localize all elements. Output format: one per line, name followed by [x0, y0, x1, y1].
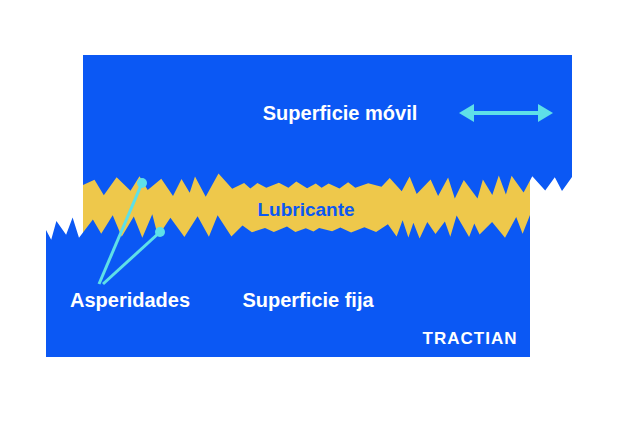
- motion-arrow: [459, 104, 553, 122]
- moving-surface-panel: Superficie móvil: [83, 55, 572, 185]
- surface-title: Superficie fija: [242, 289, 373, 312]
- moving-surface: [83, 55, 572, 199]
- lubricant-title: Lubricante: [257, 199, 354, 221]
- leader-lines: [99, 178, 165, 284]
- lubricant-band: Lubricante: [83, 165, 530, 245]
- brand-watermark: TRACTIAN: [423, 329, 518, 349]
- callout-label: Asperidades: [70, 289, 190, 312]
- surface-title: Superficie móvil: [263, 102, 418, 125]
